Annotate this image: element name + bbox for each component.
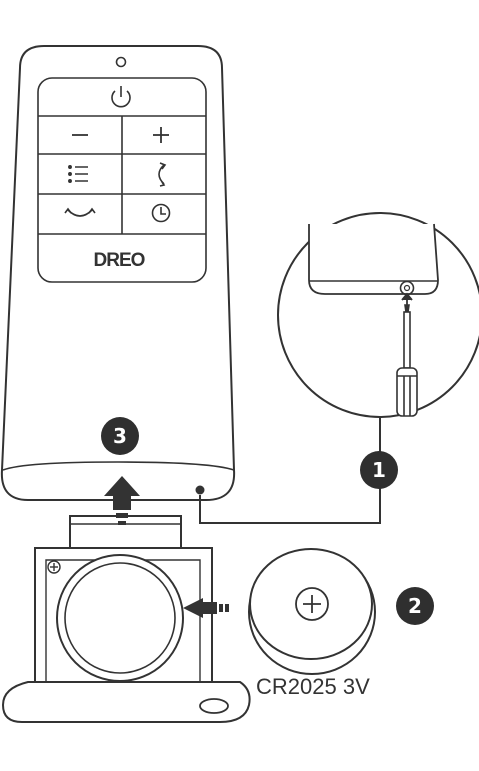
step-number-3: 3 [113,424,127,448]
seated-battery [56,554,184,682]
battery-cover [1,515,251,723]
keypad-panel [37,77,207,283]
battery-cover-seam [2,461,235,471]
brand-logo: DREO [94,250,145,271]
oscillate-icon [158,162,167,187]
step-badge-3: 3 [101,417,139,455]
swing-icon [64,207,96,217]
plus-button[interactable] [153,127,169,143]
screwdriver-icon [396,304,418,417]
list-icon [68,165,88,183]
tray-plus-icon [47,560,61,574]
plus-icon [153,127,169,143]
zoom-remote-end [308,223,439,295]
cover-base [1,681,251,723]
clock-icon [151,203,171,223]
battery-label: CR2025 3V [256,674,370,699]
coin-battery [248,548,376,675]
swing-button[interactable] [64,207,96,217]
step-number-1: 1 [372,458,386,482]
remote-control [0,45,236,501]
keypad [37,77,207,283]
step-badge-1: 1 [360,451,398,489]
zoom-detail [277,212,479,418]
mode-button[interactable] [68,165,88,183]
power-button[interactable] [111,86,131,108]
plus-circle-icon [295,587,329,621]
cover-hole [199,698,229,714]
step-badge-2: 2 [396,587,434,625]
ir-emitter [115,56,127,68]
cover-tab [69,515,182,548]
oscillate-button[interactable] [158,162,167,187]
pull-up-arrow-icon [104,476,140,525]
step-number-2: 2 [408,594,422,618]
cover-screw-hole [195,485,205,495]
timer-button[interactable] [151,203,171,223]
insert-battery-arrow-icon [183,598,229,618]
power-icon [111,86,131,108]
